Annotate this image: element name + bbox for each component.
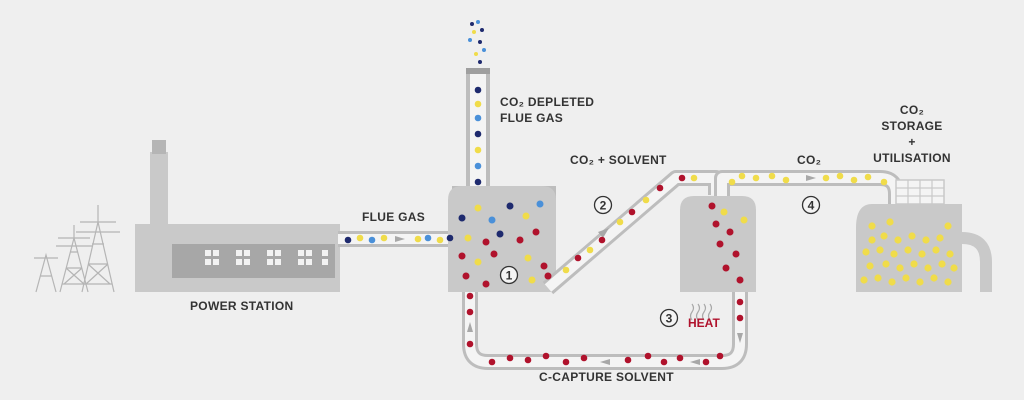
flue-gas-molecules [344,234,454,244]
power-station-label: POWER STATION [190,299,293,313]
storage-tank-icon [856,179,992,292]
co2-solvent-label: CO₂ + SOLVENT [570,153,667,167]
co2-solvent-molecules [562,174,698,274]
arrow-icon [395,175,816,365]
absorber-molecules [458,200,552,288]
step-1-marker: 1 [499,265,519,285]
co2-molecules [728,172,888,186]
chimney-molecules [468,20,486,186]
step-2-marker: 2 [593,195,613,215]
step-2-number: 2 [600,199,607,213]
pylon-icon [34,205,120,293]
step-3-marker: 3 [659,308,679,328]
solvent-return-molecules [466,292,744,366]
storage-molecules [860,218,958,286]
storage-label-line4: UTILISATION [873,151,951,165]
storage-label-line1: CO₂ [900,103,924,117]
step-4-marker: 4 [801,195,821,215]
step-3-number: 3 [666,312,673,326]
co2-depleted-label-line2: FLUE GAS [500,111,563,125]
chimney-icon [466,68,490,190]
co2-label: CO₂ [797,153,821,167]
step-4-number: 4 [808,199,815,213]
capture-solvent-label: C-CAPTURE SOLVENT [539,370,674,384]
factory-icon [135,140,340,292]
storage-label-line3: + [908,135,915,149]
heat-wave-icon [689,303,713,321]
co2-depleted-label-line1: CO₂ DEPLETED [500,95,594,109]
absorber-icon [448,186,556,292]
regenerator-molecules [708,202,748,284]
heat-label: HEAT [688,316,720,330]
storage-label-line2: STORAGE [881,119,942,133]
step-1-number: 1 [506,269,513,283]
flue-gas-label: FLUE GAS [362,210,425,224]
